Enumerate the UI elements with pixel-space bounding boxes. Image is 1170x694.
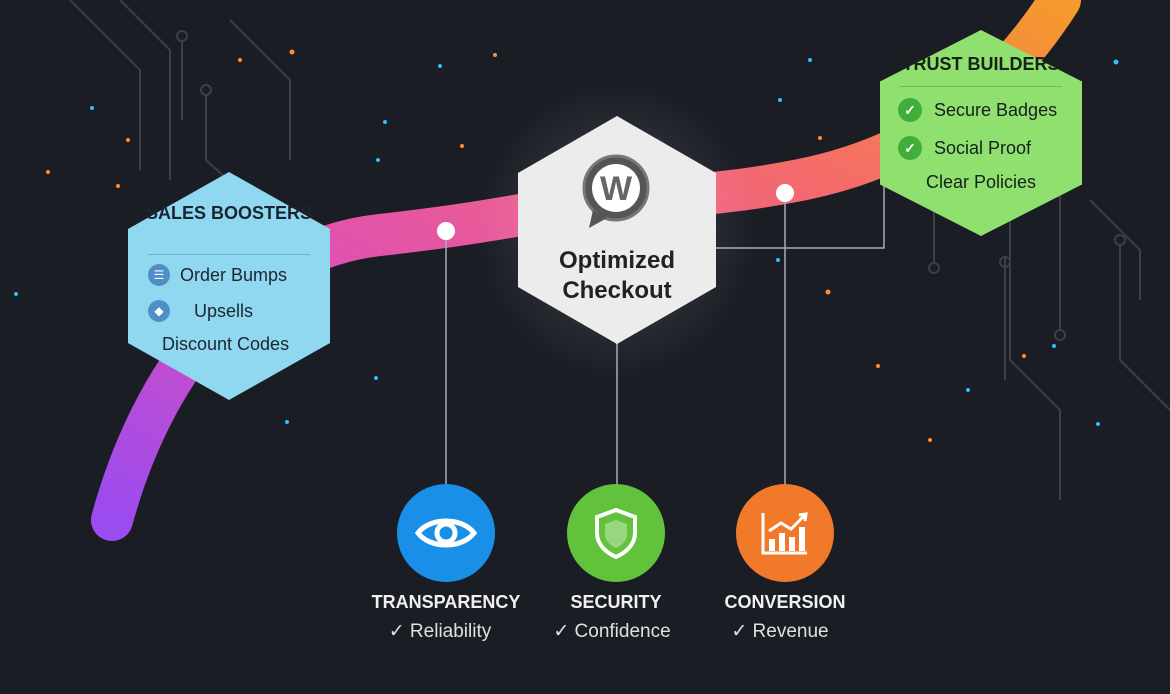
check-icon: ✓ <box>898 98 922 122</box>
conversion-circle <box>736 484 834 582</box>
layers-icon: ◆ <box>148 300 170 322</box>
sales-item-label: Discount Codes <box>162 334 290 354</box>
conversion-subtitle: ✓ Revenue <box>731 621 829 642</box>
shield-icon <box>595 507 637 559</box>
trust-item-social-proof: ✓ Social Proof <box>898 136 1031 160</box>
sales-boosters-divider <box>148 254 310 255</box>
growth-chart-icon <box>761 512 808 555</box>
optimized-checkout-shape <box>518 116 716 344</box>
trust-builders-hexagon: TRUST BUILDERS ✓ Secure Badges ✓ Social … <box>880 30 1082 236</box>
transparency-circle <box>397 484 495 582</box>
flow-node-right <box>776 184 794 202</box>
trust-item-secure-badges: ✓ Secure Badges <box>898 98 1057 122</box>
trust-builders-title: TRUST BUILDERS <box>902 54 1060 74</box>
trust-item-clear-policies: Clear Policies <box>926 172 1036 193</box>
optimized-checkout-hexagon: W Optimized Checkout <box>518 116 716 344</box>
transparency-subtitle: ✓ Reliability <box>388 621 492 642</box>
security-title: SECURITY <box>570 592 662 612</box>
trust-item-label: Secure Badges <box>934 99 1058 120</box>
logo-letter: W <box>600 170 633 208</box>
conversion-title: CONVERSION <box>724 592 846 612</box>
sales-item-discount-codes: Discount Codes <box>162 334 289 355</box>
trust-item-label: Clear Policies <box>926 172 1037 192</box>
trust-builders-divider <box>900 86 1062 87</box>
security-circle <box>567 484 665 582</box>
star-dots <box>14 49 1119 442</box>
transparency-title: TRANSPARENCY <box>371 592 521 612</box>
circuit-lines <box>69 0 1170 500</box>
check-icon: ✓ <box>898 136 922 160</box>
sales-item-upsells: ◆ Upsells <box>148 300 253 322</box>
sales-item-label: Order Bumps <box>180 264 288 285</box>
woocommerce-logo-icon: W <box>582 154 650 228</box>
sales-boosters-hexagon: SALES BOOSTERS ☰ Order Bumps ◆ Upsells D… <box>128 172 330 400</box>
list-icon: ☰ <box>148 264 170 286</box>
flow-node-left <box>437 222 455 240</box>
sales-item-label: Upsells <box>194 300 254 321</box>
trust-item-label: Social Proof <box>934 137 1032 158</box>
eye-icon <box>414 518 478 548</box>
security-subtitle: ✓ Confidence <box>553 621 671 642</box>
sales-boosters-title: SALES BOOSTERS <box>145 203 313 223</box>
optimized-checkout-title: Optimized Checkout <box>558 247 675 304</box>
sales-item-order-bumps: ☰ Order Bumps <box>148 264 287 286</box>
